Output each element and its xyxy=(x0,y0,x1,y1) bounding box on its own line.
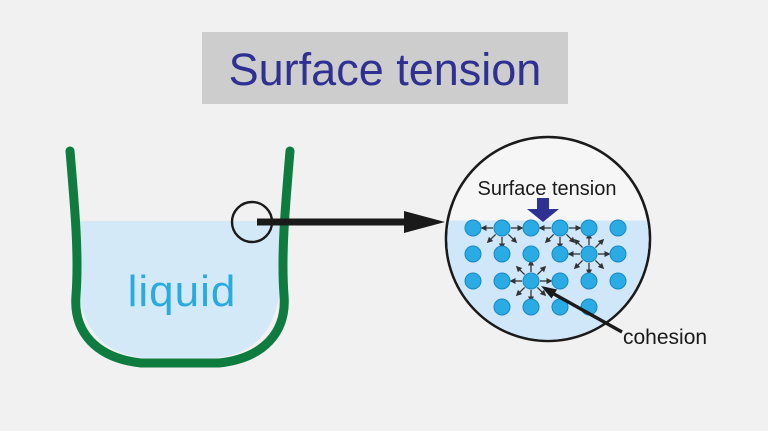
molecule xyxy=(464,272,482,290)
molecule xyxy=(609,245,627,263)
molecule xyxy=(493,298,511,316)
cohesion-force-arrow xyxy=(544,233,555,244)
surface-tension-label: Surface tension xyxy=(478,178,617,200)
molecule xyxy=(580,245,598,263)
cohesion-force-arrow xyxy=(515,286,526,297)
molecule xyxy=(551,272,569,290)
molecule xyxy=(493,245,511,263)
cohesion-force-arrow xyxy=(594,259,605,270)
surface-tension-arrow xyxy=(527,198,559,222)
cohesion-force-arrow xyxy=(573,259,584,270)
molecule-layer xyxy=(464,219,627,316)
molecule xyxy=(609,272,627,290)
molecule xyxy=(522,245,540,263)
molecule xyxy=(464,245,482,263)
beaker-glass xyxy=(65,146,295,368)
cohesion-force-arrow xyxy=(507,233,518,244)
page-title: Surface tension xyxy=(229,44,542,95)
beaker-liquid xyxy=(76,221,283,358)
molecule xyxy=(580,219,598,237)
molecule xyxy=(551,219,569,237)
cohesion-force-arrow xyxy=(515,265,526,276)
cohesion-force-arrow xyxy=(536,265,547,276)
title-box xyxy=(202,32,568,104)
molecule xyxy=(464,219,482,237)
title-banner: Surface tension xyxy=(202,32,568,104)
cohesion-force-layer xyxy=(480,225,611,303)
molecule xyxy=(580,272,598,290)
magnifier: Surface tension cohesion xyxy=(444,135,707,349)
molecule xyxy=(493,272,511,290)
cohesion-pointer-line xyxy=(553,292,623,334)
cohesion-force-arrow xyxy=(565,233,576,244)
molecule xyxy=(522,298,540,316)
liquid-label: liquid xyxy=(128,267,237,316)
cohesion-label: cohesion xyxy=(623,326,707,349)
molecule xyxy=(551,245,569,263)
cohesion-force-arrow xyxy=(536,286,547,297)
cohesion-force-arrow xyxy=(486,233,497,244)
cohesion-force-arrow xyxy=(594,238,605,249)
molecule xyxy=(493,219,511,237)
zoom-arrow xyxy=(257,211,445,233)
beaker: liquid xyxy=(65,146,295,368)
cohesion-pointer-head xyxy=(541,286,557,299)
molecule xyxy=(522,272,540,290)
molecule xyxy=(522,219,540,237)
molecule xyxy=(609,219,627,237)
cohesion-force-arrow xyxy=(573,238,584,249)
